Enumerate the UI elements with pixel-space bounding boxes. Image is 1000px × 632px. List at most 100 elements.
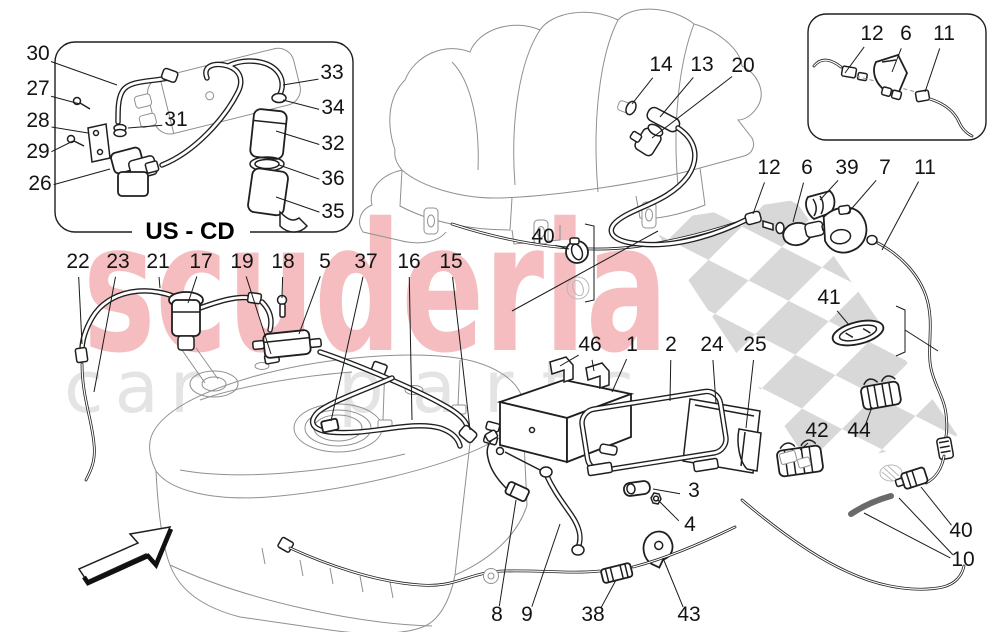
inset-filter-32 <box>249 108 288 160</box>
manifold-hose-assembly <box>608 100 751 248</box>
fuel-pump-assembly <box>74 288 478 482</box>
nut-4 <box>650 492 662 505</box>
vapour-pipe <box>450 217 750 251</box>
leader-line <box>93 276 116 393</box>
callout-25: 25 <box>743 333 766 356</box>
callout-38: 38 <box>581 603 604 626</box>
spacer-3 <box>623 480 651 497</box>
callout-44: 44 <box>847 419 871 442</box>
leader-line <box>282 99 320 110</box>
leader-line <box>78 276 83 345</box>
leader-line <box>836 310 850 326</box>
fuel-vapour-pipes-bottom <box>277 493 966 591</box>
leader-line <box>50 61 118 86</box>
callout-5: 5 <box>319 250 331 273</box>
clip-37 <box>320 417 340 434</box>
callout-46: 46 <box>578 333 601 356</box>
leader-line <box>555 244 570 250</box>
leader-line <box>600 579 617 609</box>
leader-line <box>611 358 628 393</box>
leader-line <box>799 442 809 451</box>
leader-line <box>631 77 654 105</box>
leader-line <box>282 78 319 86</box>
canister-bracket <box>579 388 762 477</box>
hose-10 <box>848 493 894 517</box>
callout-19: 19 <box>230 250 253 273</box>
callout-6: 6 <box>900 22 912 45</box>
direction-arrow <box>77 526 174 586</box>
leader-line <box>127 124 163 129</box>
callout-21: 21 <box>146 250 169 273</box>
leader-line <box>792 182 805 223</box>
clip-46-b <box>585 362 610 390</box>
leader-line <box>51 126 89 134</box>
vapour-valve-assembly <box>744 189 955 485</box>
pipe-grommet <box>483 568 499 584</box>
callout-41: 41 <box>817 286 840 309</box>
callout-3: 3 <box>688 479 700 502</box>
leader-line <box>281 276 284 299</box>
intake-manifold-drawing <box>359 8 762 245</box>
leader-line <box>50 95 81 105</box>
callout-37: 37 <box>354 250 377 273</box>
callout-14: 14 <box>649 53 673 76</box>
callout-39: 39 <box>835 156 858 179</box>
callout-11: 11 <box>933 22 955 45</box>
leader-line <box>846 180 877 215</box>
callout-43: 43 <box>677 603 700 626</box>
callout-7: 7 <box>879 156 891 179</box>
leader-line <box>158 276 161 289</box>
callout-16: 16 <box>397 250 420 273</box>
inset-canister <box>133 47 301 135</box>
callout-9: 9 <box>521 603 533 626</box>
leader-line <box>298 276 321 335</box>
grommet-41 <box>831 319 885 347</box>
callout-17: 17 <box>189 250 212 273</box>
leader-line <box>559 354 579 367</box>
callout-35: 35 <box>321 200 344 223</box>
inset-valve-26 <box>110 146 160 197</box>
callout-6: 6 <box>801 156 813 179</box>
inset-valve-6 <box>873 53 908 94</box>
callout-29: 29 <box>26 140 49 163</box>
callout-40: 40 <box>531 225 554 248</box>
callout-27: 27 <box>26 77 49 100</box>
callout-28: 28 <box>26 109 49 132</box>
leader-line <box>187 276 198 304</box>
leader-line <box>591 359 595 372</box>
callout-42: 42 <box>805 419 828 442</box>
leader-line <box>53 168 111 186</box>
leader-line <box>662 557 684 608</box>
callout-1: 1 <box>626 333 638 356</box>
inset-label: US - CD <box>145 218 234 245</box>
inset-box-us-cd: US - CD <box>54 41 354 245</box>
leader-line <box>881 181 920 251</box>
callout-32: 32 <box>321 132 344 155</box>
multifunction-valve-5 <box>252 329 322 359</box>
connector-8 <box>484 429 530 502</box>
leader-line <box>865 406 873 424</box>
leader-line <box>891 48 902 73</box>
vent-hose-9 <box>504 451 585 556</box>
leader-line <box>408 276 413 421</box>
callout-31: 31 <box>164 108 187 131</box>
inset-clamp-34 <box>271 92 287 104</box>
bracket-41 <box>895 305 939 357</box>
leader-line <box>652 488 681 495</box>
leader-line <box>452 276 471 431</box>
leader-line <box>745 359 755 429</box>
callout-40: 40 <box>949 519 972 542</box>
leader-line <box>819 179 839 201</box>
leader-line <box>920 486 952 526</box>
callout-30: 30 <box>26 42 49 65</box>
leader-line <box>498 499 517 607</box>
leader-line <box>863 512 951 559</box>
callout-33: 33 <box>320 61 343 84</box>
leader-line <box>51 140 74 153</box>
callout-8: 8 <box>491 603 503 626</box>
leader-line <box>531 523 561 607</box>
connector-40-lower <box>778 450 929 490</box>
clamp-43 <box>642 530 674 569</box>
